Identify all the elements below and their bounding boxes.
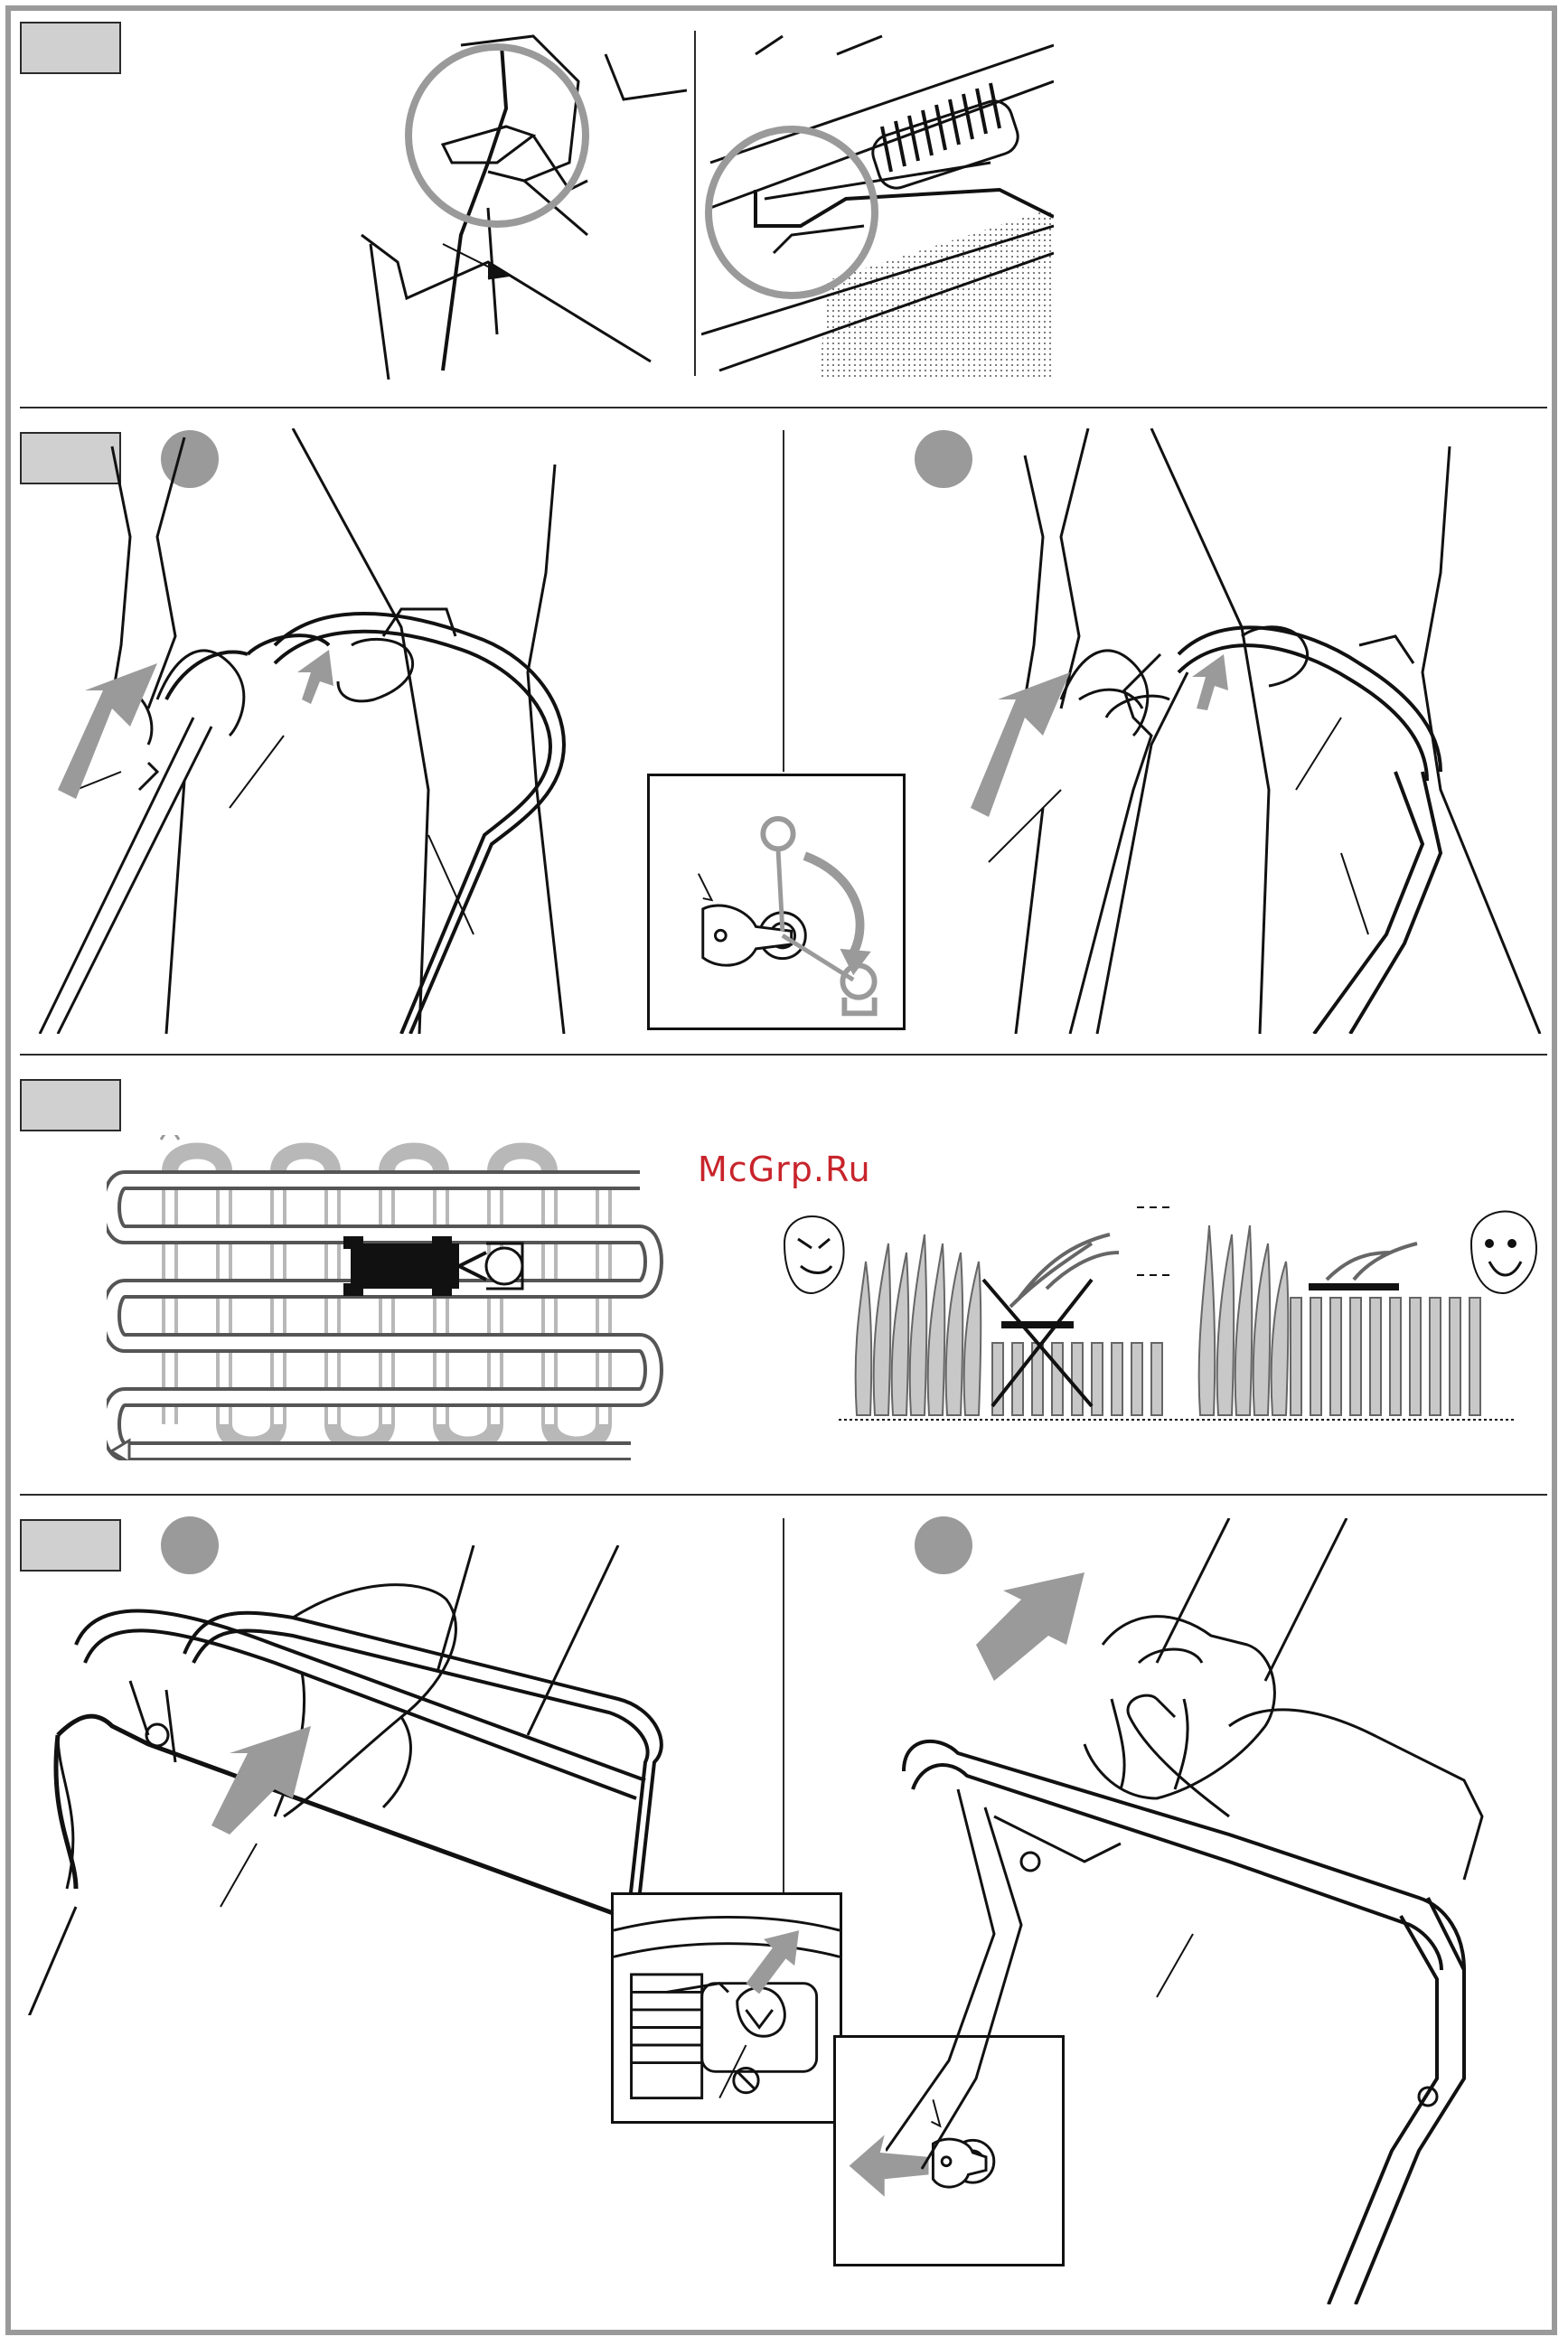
engine-spark-plug-inset — [611, 1892, 842, 2124]
section-divider — [20, 407, 1547, 408]
mowing-pattern-diagram — [107, 1135, 676, 1460]
happy-face-icon — [1471, 1212, 1536, 1293]
lock-icon — [842, 965, 874, 1013]
gray-arrow-icon — [58, 663, 157, 799]
panel-divider — [783, 430, 784, 772]
angry-face-icon — [784, 1216, 844, 1293]
step-dot — [915, 430, 972, 488]
section-1-tab — [20, 22, 121, 74]
gray-arrow-icon — [1192, 654, 1228, 710]
gray-arrow-icon — [976, 1572, 1084, 1681]
gray-arrow-icon — [297, 650, 333, 704]
ignition-key-inset — [647, 774, 906, 1030]
stop-handle-illustration-right — [886, 1518, 1545, 2304]
panel-divider — [694, 31, 696, 376]
section-divider — [20, 1494, 1547, 1496]
start-handle-illustration-left — [22, 428, 663, 1034]
section-divider — [20, 1054, 1547, 1056]
gray-arrow-icon — [211, 1726, 311, 1835]
key-icon — [703, 906, 792, 965]
handle-spring-illustration-right — [701, 27, 1054, 380]
watermark-text: McGrp.Ru — [698, 1150, 871, 1189]
section-3-tab — [20, 1079, 121, 1131]
grass-height-diagram — [775, 1189, 1544, 1424]
magnifier-circle-icon — [709, 129, 875, 296]
unlock-icon — [763, 819, 793, 849]
handle-latch-illustration-left — [352, 27, 687, 380]
start-handle-illustration-right — [971, 428, 1549, 1034]
